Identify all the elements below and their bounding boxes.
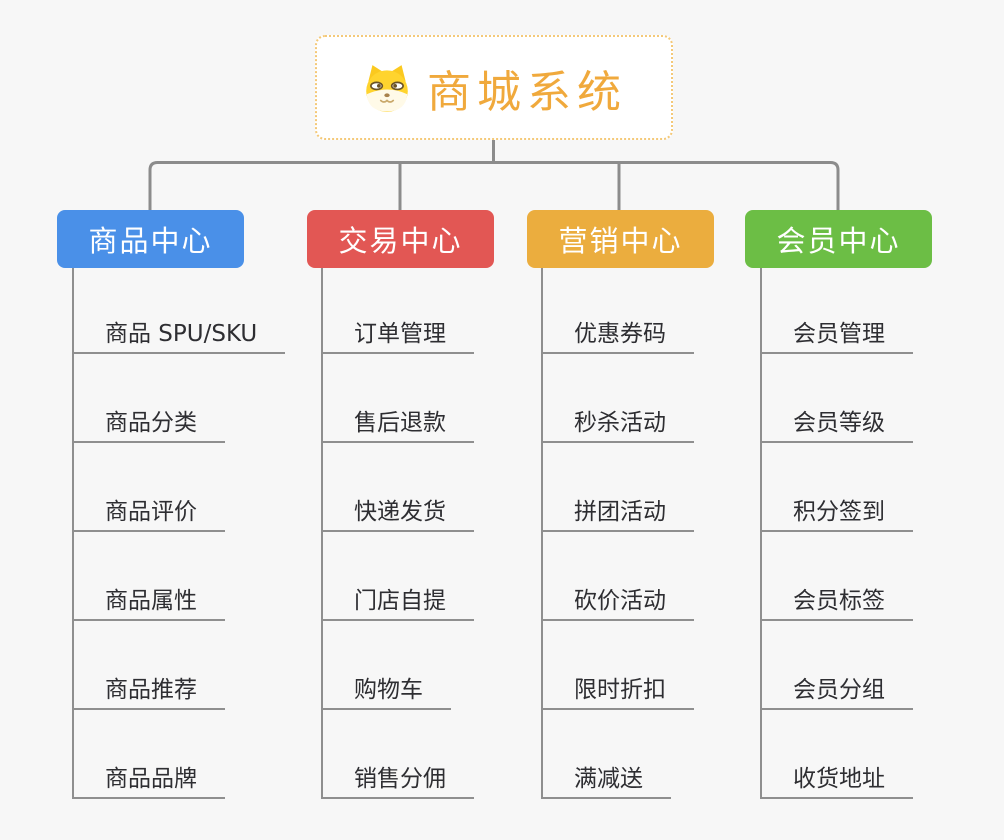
- child-item-label: 限时折扣: [574, 677, 666, 703]
- child-item[interactable]: 拼团活动: [541, 443, 694, 532]
- branch-node-trade-center[interactable]: 交易中心: [307, 210, 494, 268]
- child-item-label: 商品分类: [105, 410, 197, 436]
- child-item[interactable]: 门店自提: [321, 532, 474, 621]
- child-list-marketing-center: 优惠券码 秒杀活动 拼团活动 砍价活动 限时折扣 满减送: [541, 268, 694, 799]
- child-item-label: 门店自提: [354, 588, 446, 614]
- branch-label: 营销中心: [558, 224, 683, 258]
- child-item[interactable]: 销售分佣: [321, 710, 474, 799]
- child-item-label: 购物车: [354, 677, 423, 703]
- child-item-label: 销售分佣: [354, 766, 446, 792]
- branch-node-member-center[interactable]: 会员中心: [745, 210, 932, 268]
- child-item[interactable]: 会员等级: [760, 354, 913, 443]
- child-item[interactable]: 会员标签: [760, 532, 913, 621]
- child-item[interactable]: 商品属性: [72, 532, 225, 621]
- child-item-label: 积分签到: [793, 499, 885, 525]
- child-item-label: 商品推荐: [105, 677, 197, 703]
- child-item-label: 会员分组: [793, 677, 885, 703]
- child-item[interactable]: 秒杀活动: [541, 354, 694, 443]
- child-item[interactable]: 积分签到: [760, 443, 913, 532]
- child-item-label: 会员等级: [793, 410, 885, 436]
- child-item-label: 商品评价: [105, 499, 197, 525]
- branch-label: 会员中心: [776, 224, 901, 258]
- child-item-label: 会员标签: [793, 588, 885, 614]
- child-list-product-center: 商品 SPU/SKU 商品分类 商品评价 商品属性 商品推荐 商品品牌: [72, 268, 286, 799]
- child-item[interactable]: 优惠券码: [541, 268, 694, 354]
- child-item[interactable]: 商品推荐: [72, 621, 225, 710]
- branch-label: 交易中心: [338, 224, 463, 258]
- child-item-label: 砍价活动: [574, 588, 666, 614]
- child-item[interactable]: 商品 SPU/SKU: [72, 268, 286, 354]
- child-item-label: 商品属性: [105, 588, 197, 614]
- child-item[interactable]: 购物车: [321, 621, 451, 710]
- child-item-label: 满减送: [574, 766, 643, 792]
- child-item-label: 收货地址: [793, 766, 885, 792]
- child-item[interactable]: 订单管理: [321, 268, 474, 354]
- child-item-label: 秒杀活动: [574, 410, 666, 436]
- child-item[interactable]: 售后退款: [321, 354, 474, 443]
- child-list-trade-center: 订单管理 售后退款 快递发货 门店自提 购物车 销售分佣: [321, 268, 474, 799]
- child-item-label: 优惠券码: [574, 321, 666, 347]
- root-node-title: 商城系统: [427, 66, 627, 118]
- child-item[interactable]: 商品分类: [72, 354, 225, 443]
- child-item[interactable]: 快递发货: [321, 443, 474, 532]
- child-item-label: 商品品牌: [105, 766, 197, 792]
- child-item-label: 商品 SPU/SKU: [105, 321, 258, 347]
- child-list-member-center: 会员管理 会员等级 积分签到 会员标签 会员分组 收货地址: [760, 268, 913, 799]
- child-item[interactable]: 会员分组: [760, 621, 913, 710]
- root-node-mall-system[interactable]: 商城系统: [315, 35, 673, 140]
- child-item[interactable]: 商品品牌: [72, 710, 225, 799]
- branch-node-marketing-center[interactable]: 营销中心: [527, 210, 714, 268]
- child-item-label: 会员管理: [793, 321, 885, 347]
- child-item-label: 拼团活动: [574, 499, 666, 525]
- child-item[interactable]: 收货地址: [760, 710, 913, 799]
- child-item[interactable]: 限时折扣: [541, 621, 694, 710]
- child-item-label: 订单管理: [354, 321, 446, 347]
- branch-node-product-center[interactable]: 商品中心: [57, 210, 244, 268]
- child-item[interactable]: 满减送: [541, 710, 671, 799]
- branch-label: 商品中心: [88, 224, 213, 258]
- child-item[interactable]: 商品评价: [72, 443, 225, 532]
- child-item-label: 售后退款: [354, 410, 446, 436]
- child-item[interactable]: 砍价活动: [541, 532, 694, 621]
- child-item-label: 快递发货: [354, 499, 446, 525]
- dog-face-icon: [366, 64, 408, 112]
- child-item[interactable]: 会员管理: [760, 268, 913, 354]
